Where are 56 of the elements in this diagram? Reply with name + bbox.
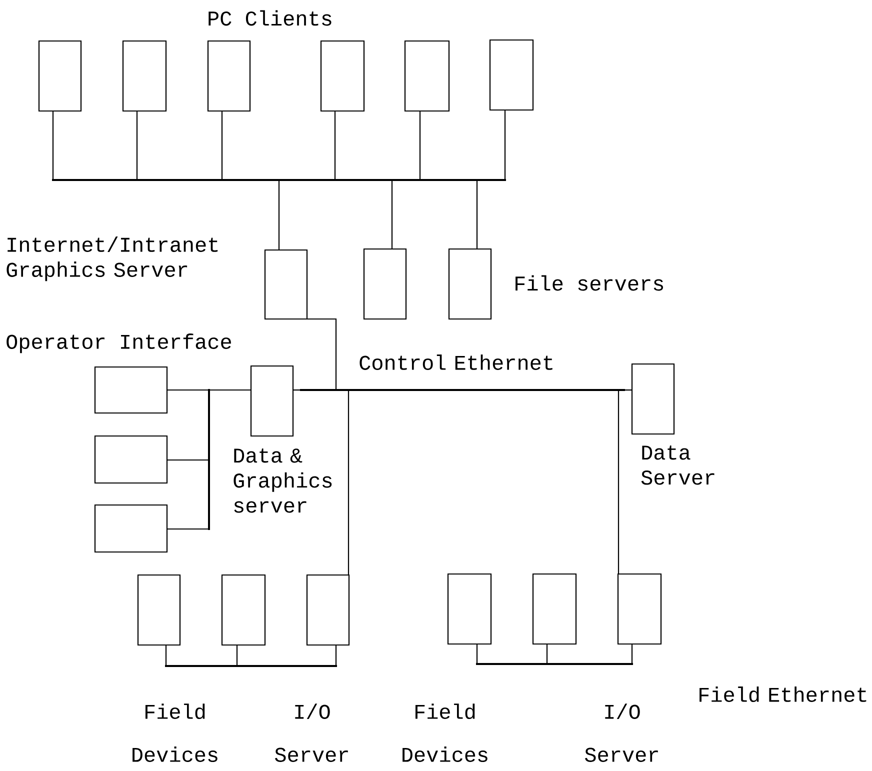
device-box bbox=[447, 573, 492, 645]
connector-line bbox=[504, 110, 506, 179]
device-box bbox=[363, 248, 407, 320]
connector-line bbox=[293, 389, 300, 391]
device-box bbox=[532, 573, 577, 645]
connector-line bbox=[236, 645, 238, 665]
device-box bbox=[489, 39, 534, 111]
connector-line bbox=[335, 645, 337, 665]
device-box bbox=[250, 365, 294, 437]
box-caption: Internet/Intranet Graphics Server bbox=[6, 236, 218, 282]
device-box bbox=[404, 40, 450, 112]
connector-line bbox=[278, 181, 280, 250]
box-caption: Field Ethernet bbox=[700, 686, 866, 702]
device-box bbox=[221, 574, 266, 646]
connector-line bbox=[165, 645, 167, 665]
group-label: Field Devices bbox=[402, 704, 488, 762]
group-label: I/O Server bbox=[275, 704, 348, 762]
group-label: I/O Server bbox=[585, 704, 658, 762]
connector-line bbox=[52, 111, 54, 179]
connector-line bbox=[625, 389, 632, 391]
group-label: File servers bbox=[516, 275, 664, 291]
connector-line bbox=[167, 528, 208, 530]
device-box bbox=[137, 574, 181, 646]
connector-line bbox=[348, 391, 350, 575]
device-box bbox=[94, 366, 168, 414]
connector-line bbox=[391, 181, 393, 249]
device-box bbox=[631, 363, 675, 435]
connector-line bbox=[419, 111, 421, 179]
connector-line bbox=[476, 644, 478, 663]
connector-line bbox=[546, 644, 548, 663]
group-heading: PC Clients bbox=[208, 10, 332, 26]
device-box bbox=[122, 40, 167, 112]
device-box bbox=[38, 40, 82, 112]
connector-line bbox=[307, 318, 337, 389]
device-box bbox=[320, 40, 365, 112]
device-box bbox=[617, 573, 662, 645]
connector-line bbox=[210, 389, 251, 391]
device-box bbox=[448, 248, 492, 320]
device-box bbox=[264, 249, 308, 320]
connector-line bbox=[167, 389, 208, 391]
connector-line bbox=[167, 459, 208, 461]
connector-line bbox=[631, 644, 633, 663]
group-label: Field Devices bbox=[132, 704, 218, 762]
connector-line bbox=[618, 391, 620, 574]
device-box bbox=[207, 40, 251, 112]
device-box bbox=[306, 574, 350, 646]
box-caption: Control Ethernet bbox=[360, 354, 552, 370]
connector-line bbox=[221, 111, 223, 179]
connector-line bbox=[476, 181, 478, 249]
box-caption: Data & Graphics server bbox=[234, 448, 332, 513]
group-label: Operator Interface bbox=[6, 334, 231, 354]
device-box bbox=[94, 435, 168, 484]
box-caption: Data Server bbox=[641, 446, 714, 485]
connector-line bbox=[136, 111, 138, 179]
connector-line bbox=[334, 111, 336, 179]
device-box bbox=[94, 504, 168, 553]
